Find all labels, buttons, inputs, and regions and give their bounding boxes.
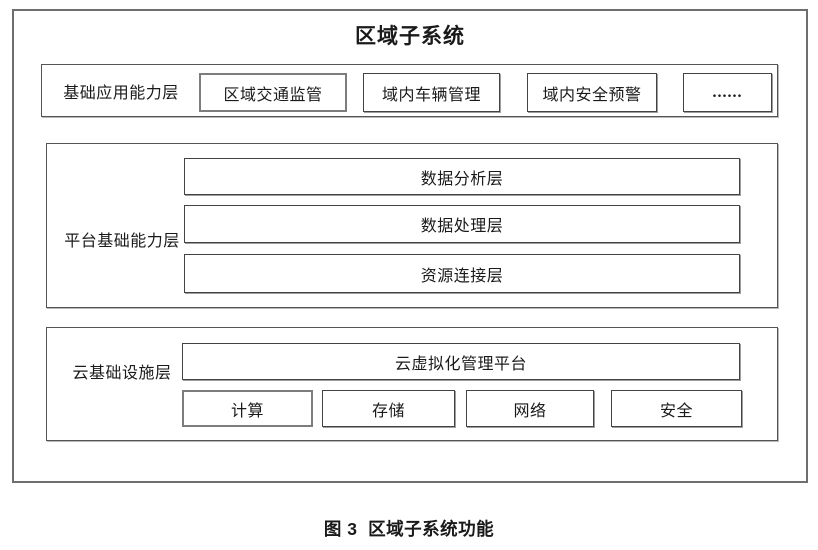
application-capability-layer-label: 基础应用能力层	[63, 84, 179, 102]
cloud-infrastructure-layer-label: 云基础设施层	[72, 365, 172, 382]
figure-caption: 图 3 区域子系统功能	[323, 519, 495, 539]
box-ellipsis-more: ......	[683, 73, 772, 112]
platform-capability-layer-label: 平台基础能力层	[64, 232, 180, 250]
platform-capability-layer-section: 平台基础能力层 数据分析层 数据处理层 资源连接层	[46, 143, 778, 308]
box-resource-connection-layer: 资源连接层	[184, 254, 740, 293]
application-capability-layer-section: 基础应用能力层 区域交通监管 域内车辆管理 域内安全预警 ......	[41, 64, 778, 117]
diagram-title: 区域子系统	[355, 24, 465, 48]
box-security: 安全	[611, 390, 742, 427]
box-cloud-virtualization-management-platform: 云虚拟化管理平台	[182, 343, 740, 380]
cloud-infrastructure-layer-section: 云基础设施层 云虚拟化管理平台 计算 存储 网络 安全	[46, 327, 778, 441]
box-data-analysis-layer: 数据分析层	[184, 158, 740, 195]
box-storage: 存储	[322, 390, 455, 427]
box-regional-traffic-supervision: 区域交通监管	[199, 73, 347, 112]
box-domain-safety-warning: 域内安全预警	[527, 73, 657, 112]
box-domain-vehicle-management: 域内车辆管理	[363, 73, 500, 112]
box-compute: 计算	[182, 390, 313, 427]
box-network: 网络	[466, 390, 594, 427]
box-data-processing-layer: 数据处理层	[184, 205, 740, 243]
region-subsystem-frame: 区域子系统 基础应用能力层 区域交通监管 域内车辆管理 域内安全预警 .....…	[12, 9, 808, 483]
